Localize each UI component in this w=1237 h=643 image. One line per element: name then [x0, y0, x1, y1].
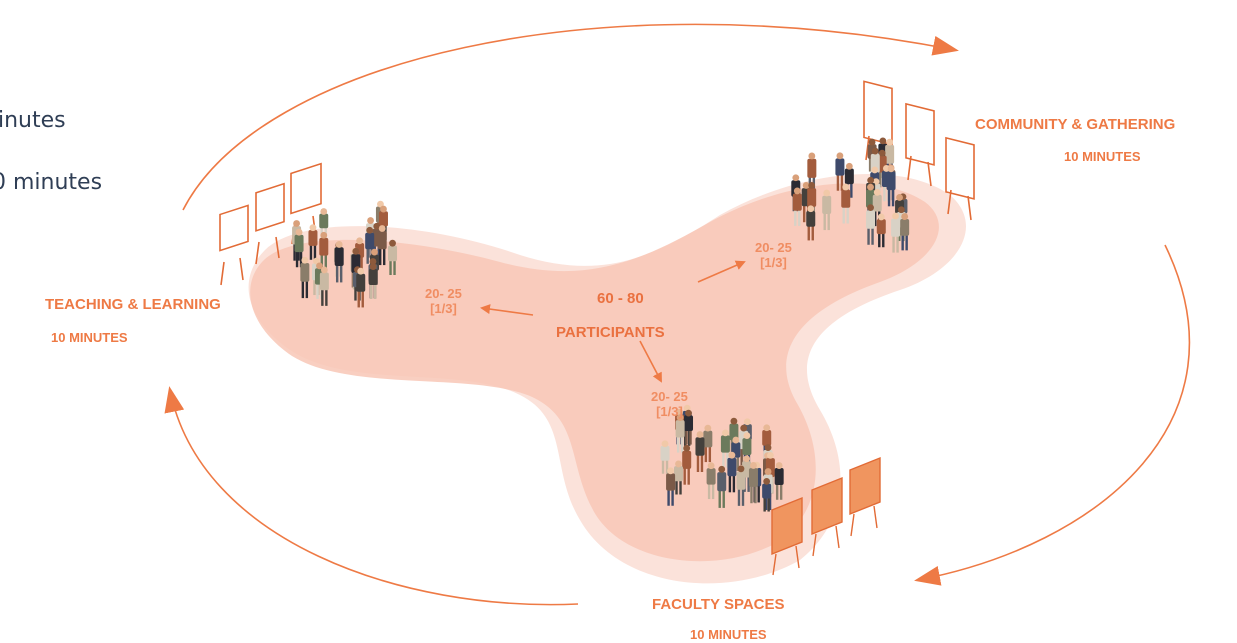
group-size-label: 20- 25 [755, 240, 792, 255]
person-figure [835, 152, 845, 191]
group-size-teaching: 20- 25 [1/3] [425, 286, 462, 317]
person-figure [792, 187, 802, 226]
direction-arrow-right [697, 260, 746, 283]
group-size-faculty: 20- 25 [1/3] [651, 389, 688, 420]
crowd-icon [791, 137, 910, 253]
partial-text-line-2: 0 minutes [0, 170, 103, 195]
person-figure [822, 189, 832, 231]
person-figure [900, 213, 910, 251]
group-size-label: 20- 25 [425, 286, 462, 301]
person-figure [675, 414, 685, 453]
zone-duration-faculty: 10 MINUTES [690, 627, 767, 642]
person-figure [703, 424, 713, 463]
crowd-icon [660, 404, 784, 512]
person-figure [682, 444, 692, 485]
person-figure [695, 431, 705, 472]
person-figure [308, 224, 318, 260]
person-figure [876, 213, 886, 248]
participants-label: PARTICIPANTS [556, 324, 665, 341]
person-figure [806, 205, 816, 241]
zone-title-community: COMMUNITY & GATHERING [975, 116, 1176, 133]
person-figure [660, 440, 670, 474]
person-figure [717, 465, 727, 508]
crowd-icon [292, 200, 398, 308]
person-figure [841, 183, 851, 224]
person-figure [762, 477, 772, 512]
zone-duration-community: 10 MINUTES [1064, 149, 1141, 164]
zone-duration-teaching: 10 MINUTES [51, 330, 128, 345]
easel-icon [811, 476, 843, 557]
easel-icon [849, 456, 881, 537]
person-figure [319, 266, 329, 306]
person-figure [706, 462, 716, 500]
cycle-arrow-top [182, 23, 959, 211]
zone-title-teaching: TEACHING & LEARNING [45, 296, 221, 313]
person-figure [886, 165, 896, 207]
easel-icon [905, 102, 935, 187]
person-figure [674, 460, 684, 495]
direction-arrow-down [639, 340, 662, 383]
person-figure [388, 239, 398, 276]
person-figure [294, 228, 304, 268]
person-figure [377, 225, 387, 266]
person-figure [720, 429, 730, 468]
easel-icon [219, 204, 249, 286]
group-fraction-label: [1/3] [760, 254, 787, 270]
person-figure [334, 241, 344, 283]
group-fraction-label: [1/3] [656, 403, 683, 419]
person-figure [866, 204, 876, 245]
person-figure [727, 451, 737, 493]
participants-range: 60 - 80 [597, 290, 644, 307]
group-size-community: 20- 25 [1/3] [755, 240, 792, 271]
person-figure [300, 256, 310, 299]
person-figure [774, 462, 784, 500]
person-figure [368, 263, 378, 299]
partial-text-line-1: inutes [0, 108, 66, 133]
group-fraction-label: [1/3] [430, 300, 457, 316]
person-figure [666, 467, 676, 506]
person-figure [684, 409, 694, 445]
person-figure [319, 231, 329, 272]
easel-icon [771, 496, 803, 576]
cycle-arrow-right [914, 244, 1191, 586]
person-figure [736, 465, 746, 506]
person-figure [748, 462, 758, 504]
direction-arrow-left [480, 304, 534, 316]
person-figure [356, 267, 366, 308]
easel-icon [255, 182, 285, 265]
cycle-arrow-bottom-left [164, 386, 579, 606]
group-size-label: 20- 25 [651, 389, 688, 404]
person-figure [891, 212, 901, 253]
easel-icon [945, 136, 975, 221]
zone-title-faculty: FACULTY SPACES [652, 596, 785, 613]
